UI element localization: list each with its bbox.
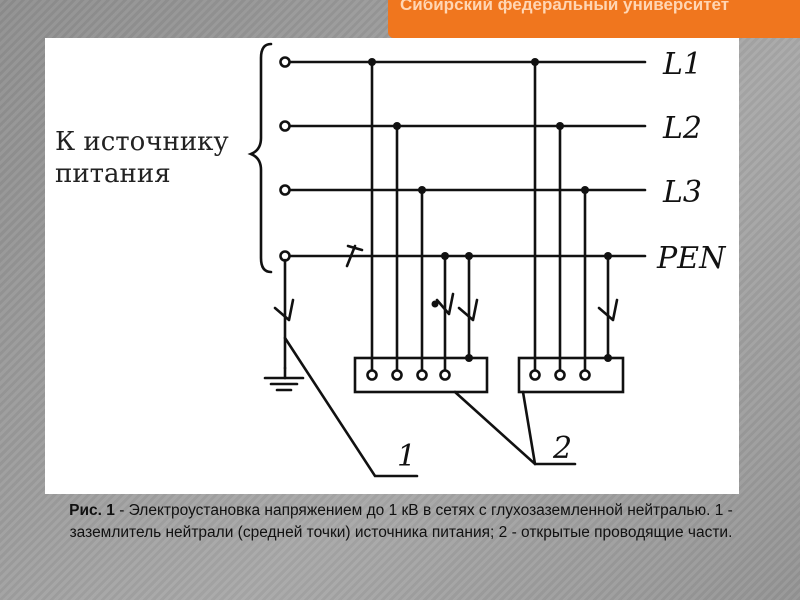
- university-title: Сибирский федеральный университет: [400, 0, 730, 14]
- junction-box2-top: [604, 354, 612, 362]
- equipment-box-2: [517, 356, 625, 394]
- circuit-diagram: L1 L2 L3 PEN 1 2 К источнику питания: [45, 38, 739, 494]
- box1-terminal-1: [366, 369, 378, 381]
- terminal-l3: [279, 184, 291, 196]
- callout-2-label: 2: [552, 431, 572, 466]
- box1-terminal-3: [416, 369, 428, 381]
- junction-pen-a: [441, 252, 449, 260]
- junction-l2-a: [393, 122, 401, 130]
- junction-box1-top: [465, 354, 473, 362]
- equipment-box-1: [353, 356, 489, 394]
- box1-terminal-4: [439, 369, 451, 381]
- junction-l2-b: [556, 122, 564, 130]
- junction-l1-a: [368, 58, 376, 66]
- caption-label: Рис. 1: [69, 502, 115, 519]
- box2-terminal-2: [554, 369, 566, 381]
- circuit-svg: L1 L2 L3 PEN 1 2: [247, 42, 727, 478]
- figure-caption: Рис. 1 - Электроустановка напряжением до…: [36, 500, 766, 544]
- label-pen: PEN: [656, 241, 727, 276]
- source-label: К источнику питания: [55, 127, 229, 189]
- pen-mark: [345, 244, 364, 268]
- terminal-l2: [279, 120, 291, 132]
- junction-l3-a: [418, 186, 426, 194]
- caption-text: - Электроустановка напряжением до 1 кВ в…: [69, 502, 733, 541]
- switch-a: [435, 292, 455, 316]
- neutral-break: [273, 298, 295, 322]
- box1-terminal-2: [391, 369, 403, 381]
- callout-2-leader-b: [521, 390, 537, 466]
- label-l1: L1: [662, 47, 702, 82]
- junction-l3-b: [581, 186, 589, 194]
- junction-pen-b: [465, 252, 473, 260]
- switch-dot: [431, 300, 439, 308]
- source-brace: [247, 42, 273, 274]
- junction-l1-b: [531, 58, 539, 66]
- switch-b: [457, 298, 479, 322]
- switch-c: [597, 298, 619, 322]
- header-banner: Сибирский федеральный университет: [388, 0, 800, 38]
- label-l2: L2: [662, 111, 702, 146]
- box2-terminal-1: [529, 369, 541, 381]
- junction-pen-c: [604, 252, 612, 260]
- callout-1-label: 1: [397, 439, 416, 474]
- callout-1-leader: [283, 336, 419, 478]
- terminal-l1: [279, 56, 291, 68]
- label-l3: L3: [662, 175, 702, 210]
- box2-terminal-3: [579, 369, 591, 381]
